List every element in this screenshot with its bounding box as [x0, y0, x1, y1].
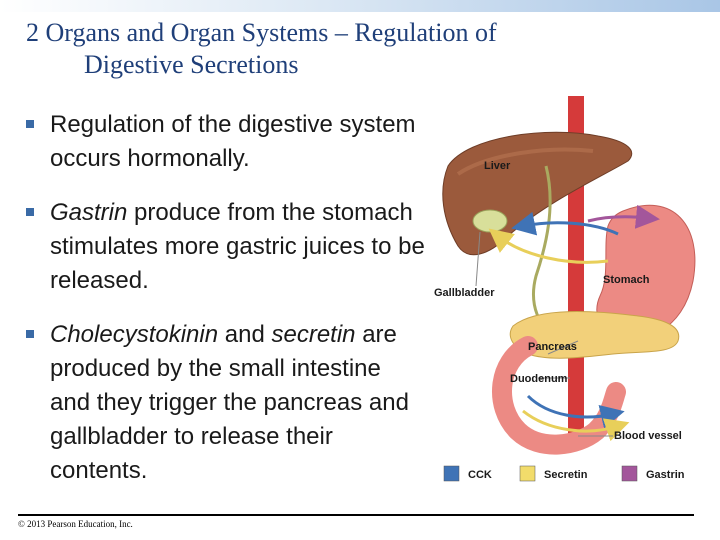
- legend-swatch-secretin: [519, 465, 536, 482]
- cck-arrow-lower: [526, 394, 625, 429]
- bullet-text: secretin: [271, 321, 356, 348]
- gallbladder-shape: [472, 209, 508, 233]
- title-line-1: 2 Organs and Organ Systems – Regulation …: [26, 18, 497, 47]
- bullet-text: Gastrin: [50, 199, 128, 226]
- secretin-arrow-lower: [522, 409, 630, 442]
- slide-title: 2 Organs and Organ Systems – Regulation …: [26, 17, 626, 81]
- legend-label-gastrin: Gastrin: [646, 469, 685, 481]
- duodenum-label: Duodenum: [510, 373, 568, 385]
- bullet-text: and: [218, 321, 272, 348]
- gastrin-arrow: [587, 204, 660, 229]
- legend-label-secretin: Secretin: [544, 469, 588, 481]
- digestive-illustration: Liver Gallbladder Stomach Pancreas Duode…: [434, 96, 696, 482]
- liver-label: Liver: [484, 160, 511, 172]
- footer-divider: [18, 514, 694, 516]
- bullet-item: Gastrin produce from the stomach stimula…: [26, 196, 426, 298]
- cck-arrow: [511, 211, 619, 236]
- copyright-footer: © 2013 Pearson Education, Inc.: [18, 519, 133, 529]
- legend-label-cck: CCK: [468, 469, 492, 481]
- bullet-item: Regulation of the digestive system occur…: [26, 108, 426, 176]
- secretin-arrow: [488, 228, 609, 264]
- bullet-text: are produced by the small intestine and …: [50, 321, 409, 484]
- legend-swatch-cck: [443, 465, 460, 482]
- legend-swatch-gastrin: [621, 465, 638, 482]
- bullet-marker-icon: [26, 208, 34, 216]
- gallbladder-label: Gallbladder: [434, 287, 495, 299]
- digestive-figure: Liver Gallbladder Stomach Pancreas Duode…: [428, 96, 720, 496]
- figure-legend: CCK Secretin Gastrin: [443, 465, 685, 482]
- bullet-marker-icon: [26, 120, 34, 128]
- title-line-2: Digestive Secretions: [84, 50, 299, 79]
- bullet-item: Cholecystokinin and secretin are produce…: [26, 318, 426, 488]
- blood-vessel-label: Blood vessel: [614, 430, 682, 442]
- top-accent-bar: [0, 0, 720, 12]
- bullet-list: Regulation of the digestive system occur…: [26, 108, 426, 508]
- pancreas-label: Pancreas: [528, 341, 577, 353]
- bullet-text: Regulation of the digestive system occur…: [50, 111, 416, 172]
- bullet-text: produce from the stomach stimulates more…: [50, 199, 425, 294]
- stomach-label: Stomach: [603, 274, 650, 286]
- bullet-text: Cholecystokinin: [50, 321, 219, 348]
- bullet-marker-icon: [26, 330, 34, 338]
